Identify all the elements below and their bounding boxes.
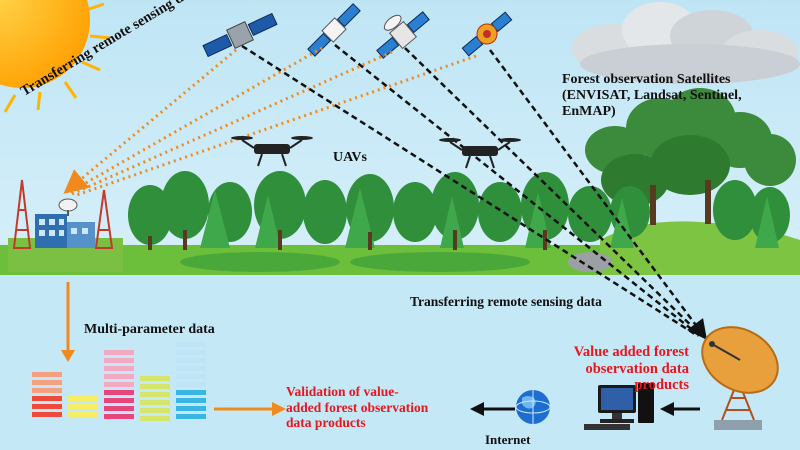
label-internet: Internet <box>485 432 531 447</box>
label-multi-parameter: Multi-parameter data <box>84 322 215 337</box>
label-value-added-products: Value added forest observation data prod… <box>541 344 689 394</box>
black-data-links <box>241 44 707 341</box>
label-satellites-line-3: EnMAP) <box>562 104 616 120</box>
label-satellites-line-2: (ENVISAT, Landsat, Sentinel, <box>562 88 742 104</box>
label-value-line-2: observation data <box>585 360 689 377</box>
arrow-icon <box>214 402 286 416</box>
label-value-line-3: products <box>634 377 689 394</box>
label-validation-line-3: data products <box>286 415 366 431</box>
dish-icon <box>701 326 779 430</box>
label-value-line-1: Value added forest <box>573 344 689 360</box>
arrow-icon <box>660 402 700 416</box>
satellite-icon <box>376 11 430 59</box>
multi-parameter-bars <box>32 342 206 421</box>
label-validation-line-1: Validation of value- <box>286 384 399 399</box>
arrow-icon <box>61 282 75 362</box>
label-validation-line-2: added forest observation <box>286 399 429 415</box>
orange-data-links <box>63 46 477 198</box>
ground-station <box>8 179 123 272</box>
sun-icon <box>0 0 111 113</box>
building-icon <box>35 214 95 248</box>
label-satellites-line-1: Forest observation Satellites <box>562 72 731 87</box>
satellite-icon <box>202 12 278 58</box>
arrow-icon <box>470 402 515 416</box>
globe-icon <box>515 390 551 424</box>
dish-icon <box>58 198 78 216</box>
drone-icon <box>231 136 313 167</box>
satellite-icon <box>307 3 361 57</box>
forest <box>0 88 800 275</box>
label-validation: Validation of value- added forest observ… <box>286 384 476 431</box>
drone-icon <box>439 138 521 169</box>
tower-icon <box>12 179 114 249</box>
cloud-icon <box>572 2 800 84</box>
computer-icon <box>584 383 654 430</box>
label-uavs: UAVs <box>333 150 367 165</box>
label-transferring-bottom: Transferring remote sensing data <box>410 294 602 309</box>
label-forest-satellites: Forest observation Satellites (ENVISAT, … <box>562 72 792 120</box>
satellite-icon <box>461 11 513 57</box>
